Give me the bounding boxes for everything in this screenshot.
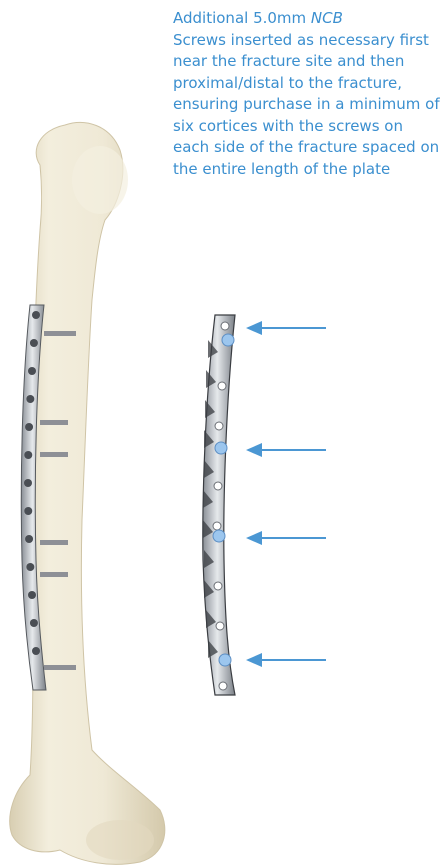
plate-hole	[24, 507, 32, 515]
plate-hole	[26, 395, 34, 403]
plate-hole	[25, 423, 33, 431]
plate-hole	[30, 619, 38, 627]
plate-hole	[24, 479, 32, 487]
plate-hole	[28, 591, 36, 599]
plate-hole	[32, 647, 40, 655]
locking-plate-detail	[203, 315, 235, 695]
arrow-left-icon	[246, 321, 326, 667]
plate-hole	[24, 451, 32, 459]
plate-hole	[28, 367, 36, 375]
plate-hole	[32, 311, 40, 319]
plate-hole	[30, 339, 38, 347]
plate-hole	[25, 535, 33, 543]
plate-hole	[26, 563, 34, 571]
